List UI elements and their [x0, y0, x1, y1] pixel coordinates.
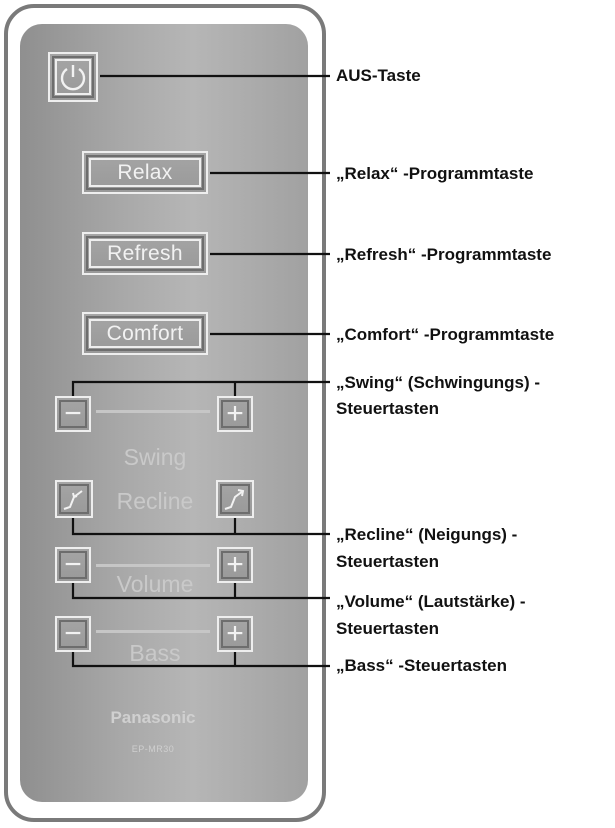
bass-label: Bass	[129, 640, 181, 666]
callout-comfort: „Comfort“ -Programmtaste	[336, 325, 555, 344]
minus-icon: −	[64, 617, 82, 650]
callout-volume-line1: „Volume“ (Lautstärke) -	[336, 592, 526, 611]
swing-plus-button[interactable]: +	[217, 396, 253, 432]
comfort-button[interactable]: Comfort	[82, 312, 208, 355]
plus-icon: +	[226, 548, 244, 581]
refresh-button[interactable]: Refresh	[82, 232, 208, 275]
swing-minus-button[interactable]: −	[55, 396, 91, 432]
recline-up-button[interactable]	[216, 480, 254, 518]
bass-minus-button[interactable]: −	[55, 616, 91, 652]
volume-minus-button[interactable]: −	[55, 547, 91, 583]
callout-refresh: „Refresh“ -Programmtaste	[336, 245, 552, 264]
minus-icon: −	[64, 397, 82, 430]
callout-volume-line2: Steuertasten	[336, 619, 439, 638]
minus-icon: −	[64, 548, 82, 581]
swing-bar	[96, 410, 210, 413]
bass-plus-button[interactable]: +	[217, 616, 253, 652]
bass-bar	[96, 630, 210, 633]
recline-up-icon	[224, 489, 245, 510]
refresh-button-label: Refresh	[107, 241, 183, 265]
callout-bass: „Bass“ -Steuertasten	[336, 656, 508, 675]
plus-icon: +	[226, 617, 244, 650]
volume-bar	[96, 564, 210, 567]
callout-recline-line1: „Recline“ (Neigungs) -	[336, 525, 518, 544]
callout-swing-line1: „Swing“ (Schwingungs) -	[336, 373, 540, 392]
volume-label: Volume	[116, 571, 194, 597]
callout-power: AUS-Taste	[336, 66, 421, 85]
relax-button-label: Relax	[117, 160, 173, 184]
volume-plus-button[interactable]: +	[217, 547, 253, 583]
callout-relax: „Relax“ -Programmtaste	[336, 164, 534, 183]
brand-logo-text: Panasonic	[110, 708, 196, 727]
callout-recline-line2: Steuertasten	[336, 552, 439, 571]
recline-down-icon	[63, 490, 83, 510]
recline-down-button[interactable]	[55, 480, 93, 518]
swing-label: Swing	[123, 444, 187, 470]
callout-swing-line2: Steuertasten	[336, 399, 439, 418]
model-number: EP-MR30	[131, 744, 175, 754]
plus-icon: +	[226, 397, 244, 430]
power-button[interactable]	[48, 52, 98, 102]
comfort-button-label: Comfort	[106, 321, 184, 345]
recline-label: Recline	[116, 488, 194, 514]
relax-button[interactable]: Relax	[82, 151, 208, 194]
remote-control	[4, 4, 326, 822]
power-icon	[60, 65, 86, 91]
